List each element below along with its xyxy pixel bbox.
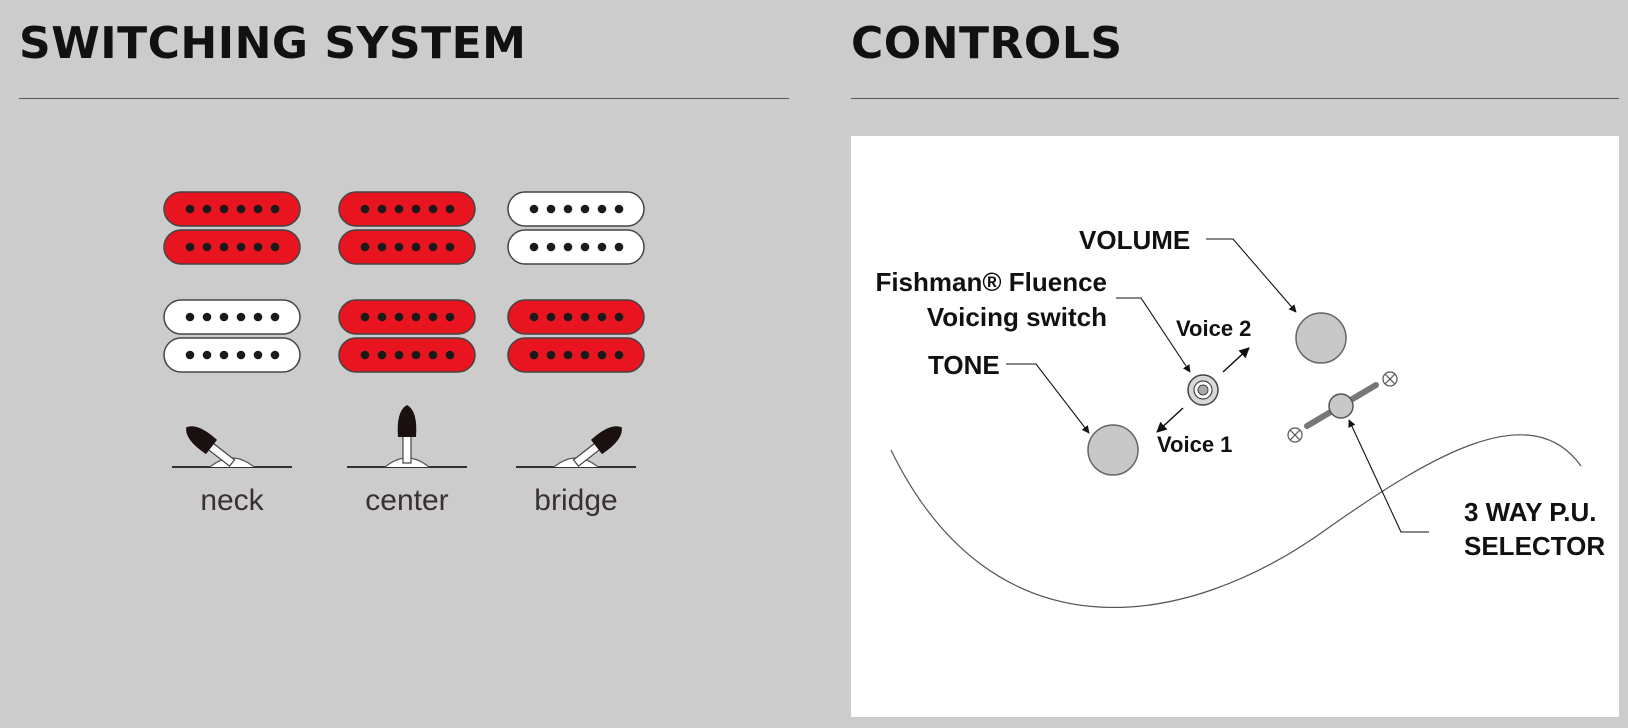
humbucker-pickup-icon: [163, 191, 301, 265]
humbucker-pickup-icon: [507, 299, 645, 373]
selector-label: 3 WAY P.U.: [1464, 497, 1597, 527]
voice1-arrow: [1156, 407, 1184, 433]
screw-icon: [1287, 427, 1303, 443]
screw-icon: [1382, 371, 1398, 387]
volume-label: VOLUME: [1079, 225, 1190, 255]
voicing-switch-label: Voicing switch: [927, 302, 1107, 332]
tone-knob: [1087, 424, 1139, 476]
toggle-switch-icon: [347, 405, 467, 468]
controls-diagram: VOLUME Fishman® Fluence Voicing switch T…: [851, 136, 1619, 717]
humbucker-pickup-icon: [163, 299, 301, 373]
voicing-leader-arrow: [1116, 297, 1191, 373]
toggle-switch-icon: [172, 426, 292, 468]
tone-label: TONE: [928, 350, 1000, 380]
guitar-body-outline: [890, 434, 1582, 608]
voicing-switch-label: Fishman® Fluence: [875, 267, 1107, 297]
volume-knob: [1295, 312, 1347, 364]
switch-position-label: bridge: [534, 484, 617, 517]
tone-leader-arrow: [1006, 363, 1090, 434]
selector-label: SELECTOR: [1464, 531, 1605, 561]
controls-title: CONTROLS: [851, 18, 1123, 69]
switch-position-label: neck: [200, 484, 264, 517]
volume-leader-arrow: [1206, 238, 1297, 313]
toggle-switch-icon: [516, 426, 636, 468]
voice1-label: Voice 1: [1157, 432, 1232, 457]
selector-leader-arrow: [1348, 419, 1429, 533]
voice2-arrow: [1222, 347, 1250, 373]
voice2-label: Voice 2: [1176, 316, 1251, 341]
humbucker-pickup-icon: [507, 191, 645, 265]
humbucker-pickup-icon: [338, 299, 476, 373]
switch-position-label: center: [365, 484, 448, 517]
title-divider: [851, 98, 1619, 99]
switching-system-title: SWITCHING SYSTEM: [19, 18, 527, 69]
title-divider: [19, 98, 789, 99]
voicing-switch: [1187, 374, 1219, 406]
switching-system-diagram: neck center bridge: [163, 191, 645, 517]
pickup-selector-switch: [1287, 371, 1398, 443]
humbucker-pickup-icon: [338, 191, 476, 265]
